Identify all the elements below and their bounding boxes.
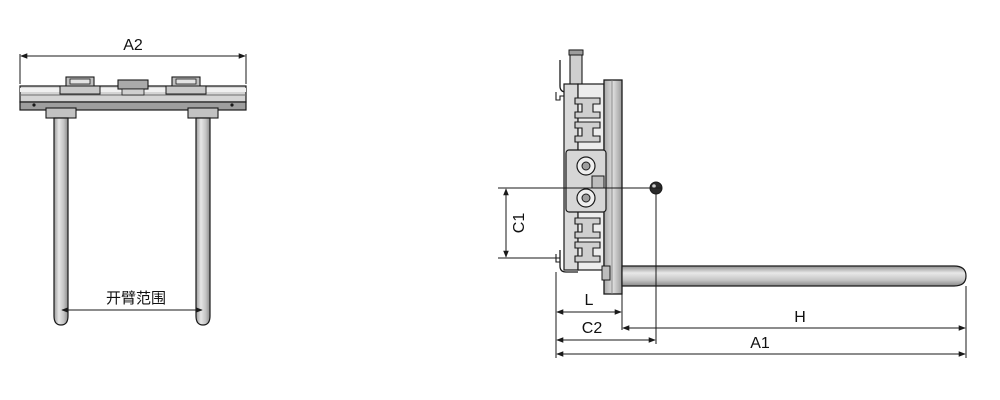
top-post [568,49,584,87]
dimension-c1 [498,187,662,259]
label-spread-range: 开臂范围 [106,289,166,307]
left-fork-hanger [45,107,77,119]
extension-lines [555,194,967,358]
t-slot-upper [574,97,601,143]
right-hook-block [165,76,207,95]
side-view: C1 L H C2 A1 [498,49,967,358]
bottom-bracket [601,265,611,281]
right-fork-hanger [187,107,219,119]
label-a1: A1 [750,335,770,352]
label-c2: C2 [582,320,603,337]
left-fork-arm [53,117,69,326]
fork-carriage-rail [19,76,247,111]
label-h: H [794,309,806,326]
front-view: A2 [19,37,247,326]
label-c1: C1 [511,213,528,234]
locking-block [565,149,607,213]
fork-tine [621,265,967,287]
center-lock-block [117,79,149,96]
left-hook-block [59,76,101,95]
t-slot-lower [574,217,601,263]
lower-hook [559,250,578,273]
label-l: L [585,292,594,309]
dimension-a2 [19,53,247,84]
label-a2: A2 [123,37,143,54]
right-fork-arm [195,117,211,326]
